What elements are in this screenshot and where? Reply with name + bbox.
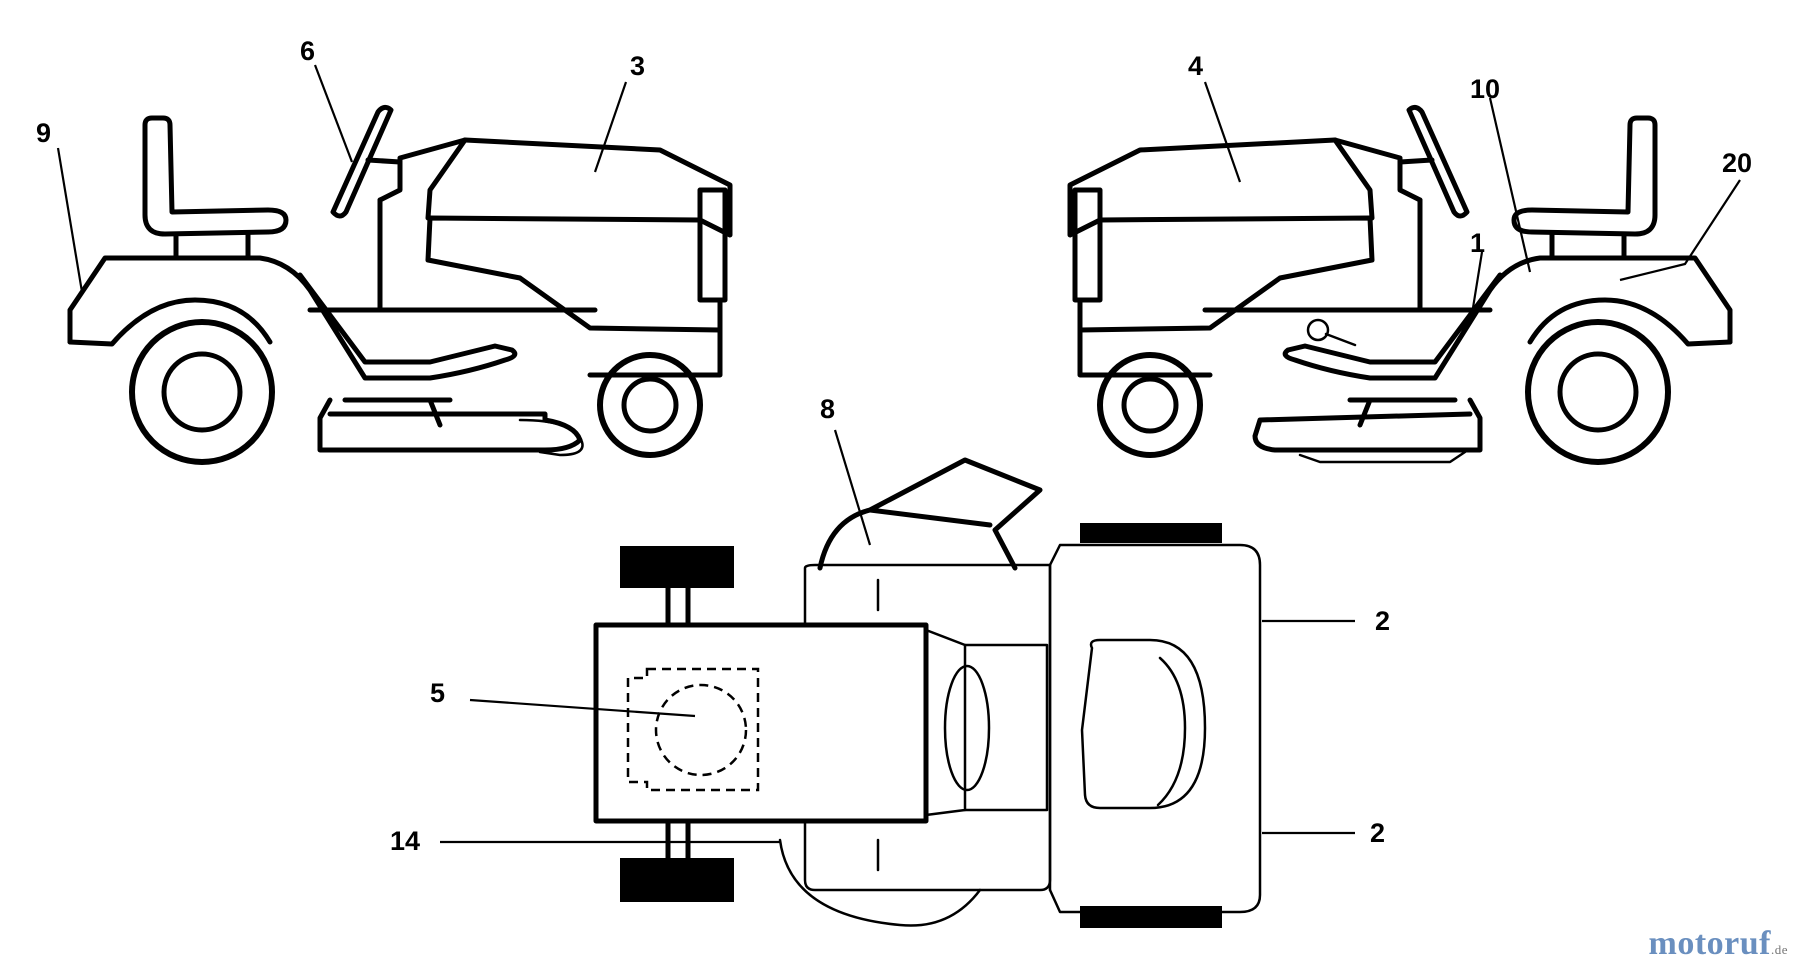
watermark-brand: motoruf bbox=[1648, 925, 1771, 962]
tractor-top-view bbox=[593, 457, 1262, 928]
watermark-tld: .de bbox=[1770, 942, 1788, 957]
callout-5: 5 bbox=[430, 678, 445, 708]
callout-8: 8 bbox=[820, 394, 835, 424]
leader-lines bbox=[56, 64, 1741, 844]
callout-1: 1 bbox=[1470, 228, 1485, 258]
callout-4: 4 bbox=[1188, 51, 1203, 81]
callout-9: 9 bbox=[36, 118, 51, 148]
callout-2-lower: 2 bbox=[1370, 818, 1385, 848]
callout-6: 6 bbox=[300, 36, 315, 66]
callout-20: 20 bbox=[1722, 148, 1752, 178]
tractor-left-side-view bbox=[67, 104, 733, 465]
callout-2-upper: 2 bbox=[1375, 606, 1390, 636]
callout-14: 14 bbox=[390, 826, 420, 856]
tractor-right-side-view bbox=[1067, 104, 1733, 465]
callout-numbers: 9 6 3 4 10 20 1 8 5 14 2 2 bbox=[36, 36, 1752, 856]
callout-10: 10 bbox=[1470, 74, 1500, 104]
watermark-logo: motoruf.de bbox=[1649, 925, 1789, 963]
callout-3: 3 bbox=[630, 51, 645, 81]
